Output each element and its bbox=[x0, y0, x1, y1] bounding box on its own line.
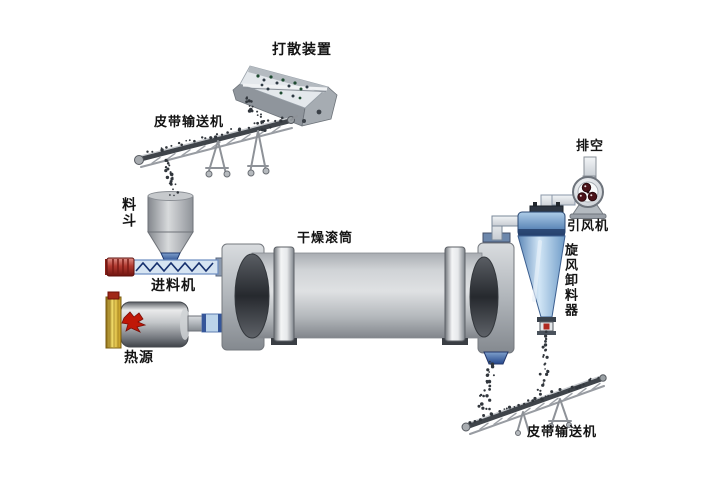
heat-source-graphic bbox=[105, 291, 223, 349]
label-drying-drum: 干燥滚筒 bbox=[297, 231, 354, 246]
induced-draft-fan-graphic bbox=[569, 156, 607, 219]
scatter-device-graphic bbox=[232, 65, 338, 127]
screw-feeder-graphic bbox=[105, 257, 227, 277]
flame-icon bbox=[121, 311, 147, 333]
scatter-device-material-dots bbox=[256, 74, 309, 100]
label-screw-feeder: 进料机 bbox=[151, 278, 196, 294]
hopper-graphic bbox=[147, 191, 194, 263]
material-flow-dots bbox=[146, 96, 600, 425]
label-cyclone-discharger: 旋风卸料器 bbox=[561, 243, 577, 318]
label-feed-belt-conveyor: 皮带输送机 bbox=[154, 115, 225, 130]
label-exhaust: 排空 bbox=[576, 139, 605, 154]
cyclone-discharger-graphic bbox=[517, 194, 576, 335]
label-induced-draft-fan: 引风机 bbox=[567, 219, 610, 234]
label-scatter-device: 打散装置 bbox=[272, 42, 332, 58]
label-heat-source: 热源 bbox=[124, 350, 154, 366]
label-hopper: 料斗 bbox=[120, 197, 137, 229]
exhaust-pipe-graphic bbox=[583, 156, 597, 179]
fan-impeller-icon bbox=[577, 182, 598, 202]
drying-drum-graphic bbox=[221, 232, 515, 365]
label-discharge-belt-conveyor: 皮带输送机 bbox=[527, 425, 598, 440]
